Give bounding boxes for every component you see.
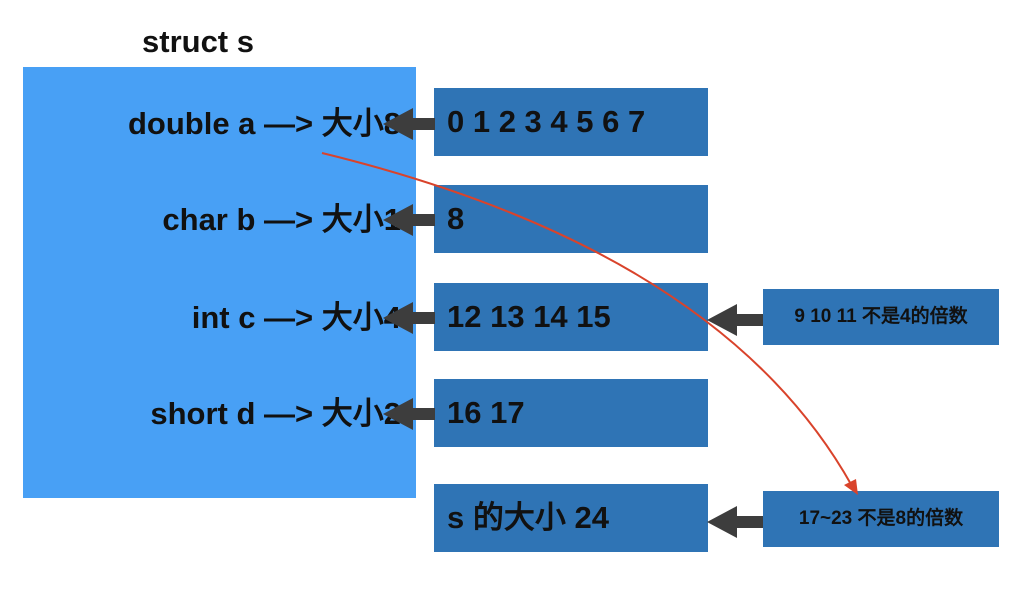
left-arrow-icon bbox=[383, 398, 435, 430]
field-double-a: double a —> 大小8 bbox=[127, 106, 401, 141]
field-char-b: char b —> 大小1 bbox=[162, 202, 401, 237]
field-int-c: int c —> 大小4 bbox=[191, 300, 401, 335]
field-short-d: short d —> 大小2 bbox=[150, 396, 401, 431]
memory-box-c: 12 13 14 15 bbox=[434, 283, 708, 351]
left-arrow-icon bbox=[383, 204, 435, 236]
padding-note-int: 9 10 11 不是4的倍数 bbox=[763, 289, 999, 345]
left-arrow-icon bbox=[707, 304, 763, 336]
memory-box-d: 16 17 bbox=[434, 379, 708, 447]
memory-box-a: 0 1 2 3 4 5 6 7 bbox=[434, 88, 708, 156]
left-arrow-icon bbox=[383, 108, 435, 140]
left-arrow-icon bbox=[383, 302, 435, 334]
struct-title: struct s bbox=[142, 24, 254, 59]
padding-note-size: 17~23 不是8的倍数 bbox=[763, 491, 999, 547]
struct-size-box: s 的大小 24 bbox=[434, 484, 708, 552]
struct-panel: double a —> 大小8 char b —> 大小1 int c —> 大… bbox=[23, 67, 416, 498]
memory-box-b: 8 bbox=[434, 185, 708, 253]
left-arrow-icon bbox=[707, 506, 763, 538]
